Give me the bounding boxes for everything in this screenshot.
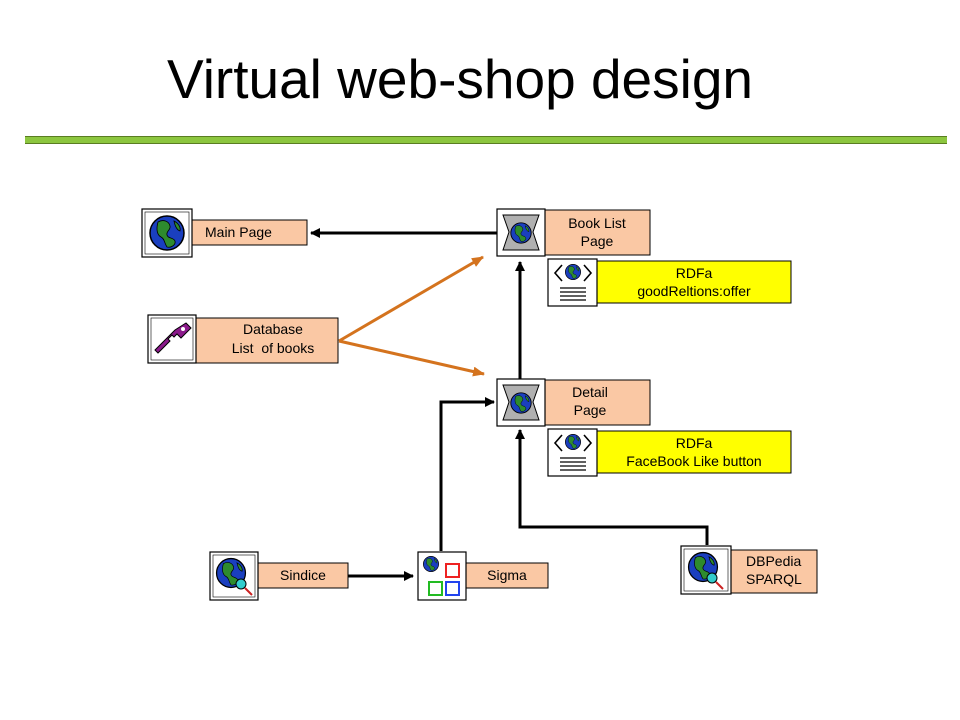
arrow-database-to-detail bbox=[338, 339, 485, 377]
main-page-label: Main Page bbox=[205, 224, 272, 240]
web-page-globe-icon bbox=[496, 378, 546, 427]
node-sindice: Sindice bbox=[209, 551, 349, 601]
rdfa-like-label-line2: FaceBook Like button bbox=[626, 453, 761, 469]
book-list-label-line1: Book List bbox=[568, 215, 626, 231]
node-dbpedia: DBPedia SPARQL bbox=[680, 545, 818, 595]
node-book-list-page: Book List Page bbox=[496, 208, 651, 257]
sindice-label: Sindice bbox=[280, 567, 326, 583]
globe-search-icon bbox=[680, 545, 732, 595]
globe-icon bbox=[141, 208, 193, 258]
node-database: Database List of books bbox=[147, 314, 339, 364]
dbpedia-label-line2: SPARQL bbox=[746, 571, 802, 587]
detail-label-line1: Detail bbox=[572, 384, 608, 400]
detail-label-line2: Page bbox=[574, 402, 607, 418]
sigma-label: Sigma bbox=[487, 567, 527, 583]
rdfa-offer-label-line2: goodReltions:offer bbox=[637, 283, 751, 299]
rdfa-offer-label-line1: RDFa bbox=[676, 265, 713, 281]
arrow-dbpedia-to-detail bbox=[515, 429, 709, 545]
node-main-page: Main Page bbox=[141, 208, 308, 258]
node-rdfa-like-button: RDFa FaceBook Like button bbox=[547, 428, 792, 477]
node-detail-page: Detail Page bbox=[496, 378, 651, 427]
arrow-sigma-to-detail bbox=[439, 397, 495, 551]
book-list-label-line2: Page bbox=[581, 233, 614, 249]
globe-search-icon bbox=[209, 551, 259, 601]
key-icon bbox=[147, 314, 197, 364]
database-label-line2: List of books bbox=[232, 340, 315, 356]
slide-title: Virtual web-shop design bbox=[167, 48, 754, 110]
code-document-icon bbox=[547, 428, 598, 477]
dbpedia-label-line1: DBPedia bbox=[746, 553, 801, 569]
code-document-icon bbox=[547, 258, 598, 307]
database-label-line1: Database bbox=[243, 321, 303, 337]
rdfa-like-label-line1: RDFa bbox=[676, 435, 713, 451]
node-rdfa-offer: RDFa goodReltions:offer bbox=[547, 258, 792, 307]
web-page-globe-icon bbox=[496, 208, 546, 257]
node-sigma: Sigma bbox=[417, 551, 549, 601]
title-underline bbox=[25, 136, 947, 144]
connectors bbox=[310, 228, 709, 581]
globe-windows-icon bbox=[417, 551, 467, 601]
arrow-database-to-booklist bbox=[338, 255, 484, 343]
